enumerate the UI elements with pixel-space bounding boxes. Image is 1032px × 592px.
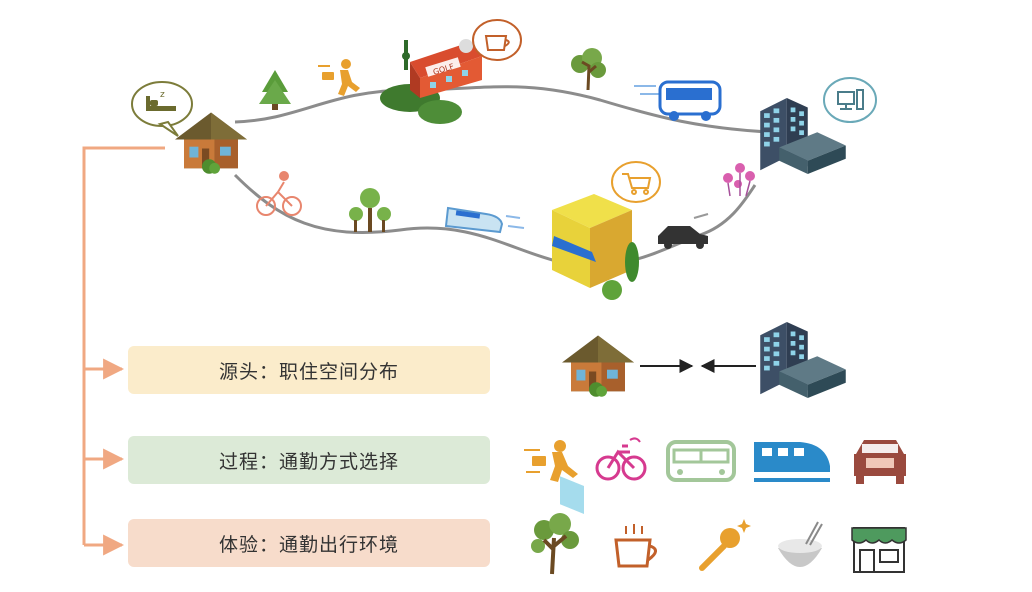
pine-tree-icon	[259, 70, 291, 110]
train-mode-icon	[754, 442, 830, 482]
bus-icon	[634, 80, 722, 121]
tree-env-icon	[531, 513, 579, 575]
golf-club-building: GOLF	[380, 39, 482, 124]
connector-lines	[82, 146, 165, 556]
car-icon	[658, 213, 709, 249]
walking-icon	[524, 440, 578, 482]
shopping-bubble	[611, 161, 661, 203]
source-label: 源头：职住空间分布	[128, 346, 490, 394]
svg-text:z: z	[160, 90, 165, 100]
source-office-icon	[760, 322, 846, 398]
computer-bubble	[823, 77, 877, 123]
cyclist-icon	[256, 171, 302, 216]
sleep-bubble: z	[131, 81, 193, 137]
bus-mode-icon	[666, 440, 736, 482]
coffee-icon	[484, 35, 510, 51]
shop-icon	[851, 527, 907, 573]
experience-label: 体验：通勤出行环境	[128, 519, 490, 567]
upper-route	[234, 85, 769, 134]
shopping-cart-icon	[622, 173, 652, 195]
process-label: 过程：通勤方式选择	[128, 436, 490, 484]
coffee-bubble	[472, 19, 522, 61]
commute-routes	[233, 85, 769, 268]
food-bowl-icon	[778, 521, 823, 567]
source-home-icon	[562, 335, 634, 397]
bed-icon: z	[146, 90, 176, 111]
lower-route	[233, 173, 757, 268]
microphone-icon	[699, 519, 751, 571]
computer-icon	[837, 89, 864, 110]
car-mode-icon	[854, 440, 906, 484]
walking-person-icon	[318, 59, 360, 96]
coffee-env-icon	[614, 524, 657, 568]
trees-icon	[349, 188, 391, 232]
flowers-icon	[723, 163, 755, 197]
shop-building	[552, 194, 639, 514]
bicycle-icon	[595, 437, 647, 481]
train-icon	[444, 206, 525, 234]
tree-icon	[571, 48, 606, 91]
